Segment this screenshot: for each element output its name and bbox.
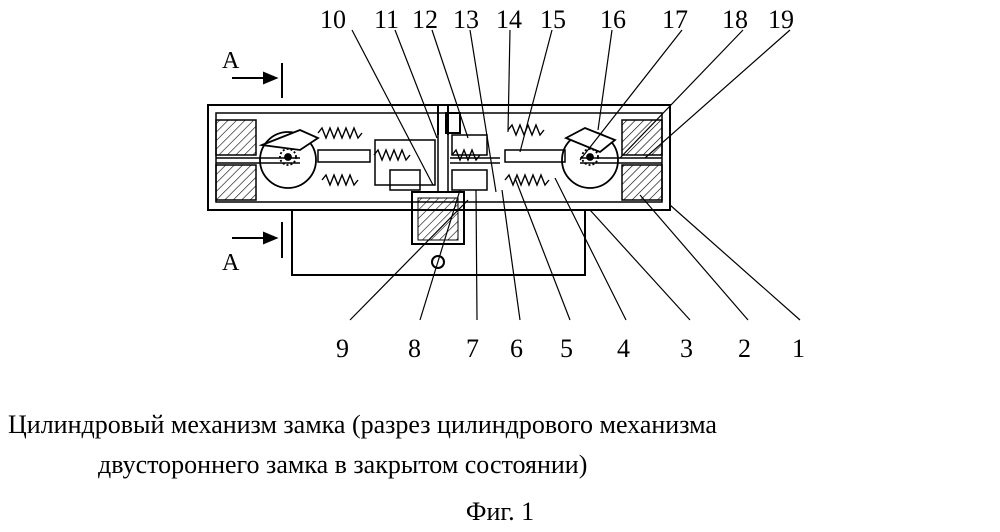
callout-18: 18: [722, 5, 748, 34]
callout-14: 14: [496, 5, 522, 34]
callout-3: 3: [680, 334, 693, 363]
spring-low-right: [504, 173, 550, 187]
spring-mid-left: [373, 148, 411, 162]
callout-4: 4: [617, 334, 630, 363]
callout-8: 8: [408, 334, 421, 363]
springs: [317, 123, 550, 187]
lock-cylinder-drawing: A A 10 11 12 13 14 15 16 17 18 19 9 8 7 …: [207, 5, 805, 363]
mounting-plate: [291, 191, 586, 276]
callout-19: 19: [768, 5, 794, 34]
callout-11: 11: [374, 5, 399, 34]
spring-low-left: [321, 173, 359, 187]
section-marker-bottom: [232, 222, 283, 258]
section-label-bottom: A: [222, 250, 240, 276]
figure-label: Фиг. 1: [465, 497, 535, 526]
keyway: [216, 157, 662, 164]
callout-5: 5: [560, 334, 573, 363]
callout-12: 12: [412, 5, 438, 34]
end-caps: [215, 119, 663, 201]
callout-10: 10: [320, 5, 346, 34]
right-rotor: [561, 127, 619, 189]
leaders-top: [351, 29, 791, 193]
mounting-hole: [431, 255, 445, 269]
caption-line-1: Цилиндровый механизм замка (разрез цилин…: [8, 410, 717, 439]
pins: [317, 134, 566, 192]
caption-line-2: двустороннего замка в закрытом состоянии…: [98, 450, 588, 479]
callout-1: 1: [792, 334, 805, 363]
leaders-bottom: [349, 177, 801, 321]
section-marker-top: [232, 63, 283, 98]
left-rotor: [258, 129, 320, 189]
callout-9: 9: [336, 334, 349, 363]
left-gear-icon: [279, 148, 297, 166]
spring-top-left: [317, 126, 363, 140]
callout-16: 16: [600, 5, 626, 34]
callout-7: 7: [466, 334, 479, 363]
section-label-top: A: [222, 48, 240, 74]
callout-6: 6: [510, 334, 523, 363]
callout-15: 15: [540, 5, 566, 34]
callout-2: 2: [738, 334, 751, 363]
callout-17: 17: [662, 5, 688, 34]
callout-13: 13: [453, 5, 479, 34]
